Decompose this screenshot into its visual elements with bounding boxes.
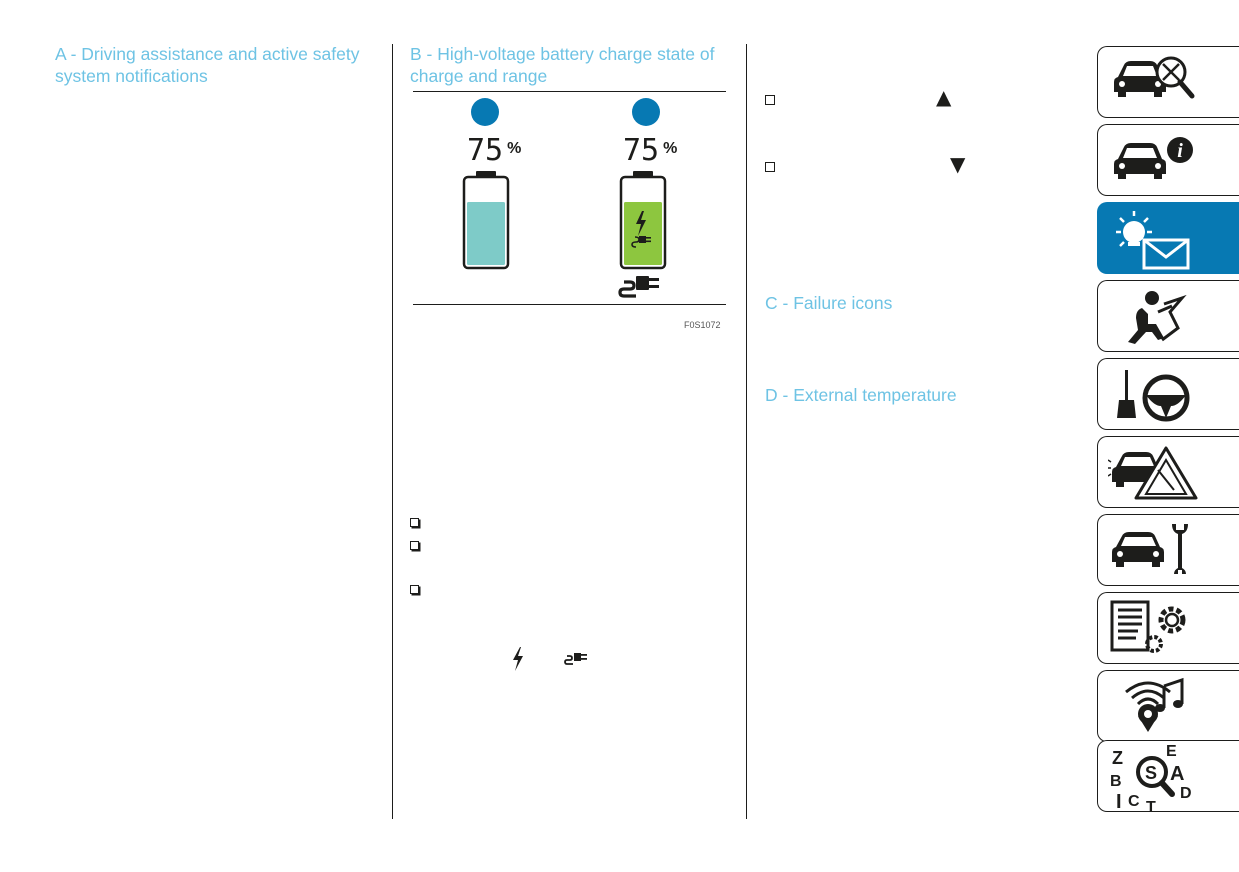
svg-text:Z: Z <box>1112 748 1123 768</box>
plug-icon <box>564 653 587 665</box>
right-battery-icon <box>619 171 667 270</box>
right-battery-percent: 75% <box>623 136 677 166</box>
column-divider-1 <box>392 44 393 819</box>
lightning-icon <box>513 647 523 671</box>
left-indicator-dot <box>471 98 499 126</box>
lightning-icon <box>636 211 646 236</box>
svg-text:i: i <box>1177 140 1183 162</box>
right-percent-unit: % <box>663 140 678 157</box>
gear-lever-steering-wheel-icon <box>1117 370 1190 422</box>
heading-b: B - High-voltage battery charge state of… <box>410 44 715 86</box>
tab-technical-data[interactable] <box>1097 592 1239 664</box>
svg-text:B: B <box>1110 773 1122 790</box>
left-percent-unit: % <box>507 140 522 157</box>
multimedia-music-icon <box>1125 677 1184 732</box>
airbag-seat-icon <box>1128 291 1187 344</box>
left-percent-value: 75 <box>467 133 504 168</box>
list-bullet <box>765 162 775 172</box>
svg-text:A: A <box>1170 763 1184 785</box>
tab-multimedia[interactable] <box>1097 670 1239 742</box>
heading-a: A - Driving assistance and active safety… <box>55 44 360 86</box>
car-search-icon <box>1114 56 1195 99</box>
tab-car-search[interactable] <box>1097 46 1239 118</box>
tab-maintenance[interactable] <box>1097 514 1239 586</box>
list-bullet <box>410 518 419 527</box>
heading-d: D - External temperature <box>765 385 957 405</box>
car-hazard-triangle-icon <box>1108 446 1198 500</box>
tab-car-info[interactable]: i <box>1097 124 1239 196</box>
tab-index[interactable]: Z E B A I C T D S <box>1097 740 1239 816</box>
left-battery-icon <box>462 171 510 270</box>
warning-light-message-icon <box>1116 211 1190 270</box>
car-info-icon: i <box>1114 137 1193 179</box>
list-bullet <box>765 95 775 105</box>
list-bullet <box>410 541 419 550</box>
plug-icon <box>618 276 659 298</box>
arrow-up-icon: ▲ <box>936 85 952 109</box>
figure-bottom-rule <box>413 304 726 305</box>
tab-safety[interactable] <box>1097 280 1239 352</box>
heading-c: C - Failure icons <box>765 293 893 313</box>
list-bullet <box>410 585 419 594</box>
svg-text:E: E <box>1166 744 1177 760</box>
right-battery-fill <box>624 202 662 265</box>
svg-text:S: S <box>1145 763 1157 783</box>
car-wrench-icon <box>1112 524 1188 574</box>
left-battery-percent: 75% <box>467 136 521 166</box>
alphabetical-index-icon: Z E B A I C T D S <box>1110 744 1192 816</box>
tab-warning-lights-messages[interactable] <box>1097 202 1239 274</box>
arrow-down-icon: ▼ <box>950 152 966 176</box>
svg-text:C: C <box>1128 793 1140 810</box>
figure-code: F0S1072 <box>684 320 721 330</box>
tab-emergency[interactable] <box>1097 436 1239 508</box>
right-indicator-dot <box>632 98 660 126</box>
plug-cable-icon <box>631 236 640 248</box>
column-divider-2 <box>746 44 747 819</box>
figure-top-rule <box>413 91 726 92</box>
svg-text:T: T <box>1146 799 1156 816</box>
svg-text:D: D <box>1180 785 1192 802</box>
left-battery-fill <box>467 202 505 265</box>
right-percent-value: 75 <box>623 133 660 168</box>
data-settings-icon <box>1110 600 1186 653</box>
tab-starting-driving[interactable] <box>1097 358 1239 430</box>
svg-text:I: I <box>1116 791 1122 813</box>
